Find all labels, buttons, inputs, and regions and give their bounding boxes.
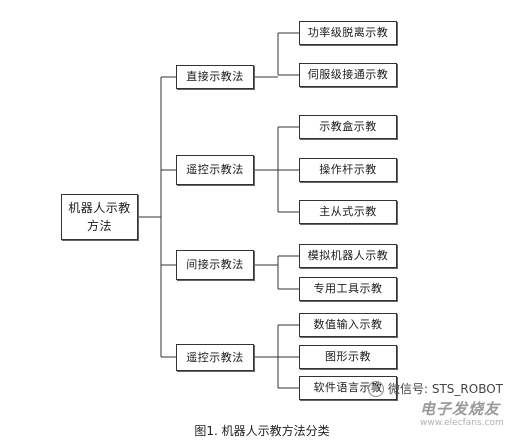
leaf-node: 模拟机器人示教 — [299, 244, 397, 268]
site-url: www.elecfans.com — [420, 418, 504, 428]
category-node-remote-teaching-2: 遥控示教法 — [176, 344, 254, 371]
wechat-id: 微信号: STS_ROBOT — [388, 382, 504, 396]
leaf-node: 主从式示教 — [299, 200, 397, 224]
leaf-node: 图形示教 — [299, 345, 397, 369]
wechat-icon — [368, 380, 384, 397]
leaf-node: 数值输入示教 — [299, 313, 397, 337]
leaf-node: 伺服级接通示教 — [299, 63, 397, 87]
figure-caption: 图1. 机器人示教方法分类 — [194, 424, 330, 438]
leaf-node: 操作杆示教 — [299, 158, 397, 182]
category-node-direct-teaching: 直接示教法 — [176, 65, 254, 89]
site-logo: 电子发烧友 — [420, 400, 501, 418]
category-node-indirect-teaching: 间接示教法 — [176, 250, 254, 280]
leaf-node: 专用工具示教 — [299, 277, 397, 301]
wechat-watermark: 微信号: STS_ROBOT — [368, 380, 503, 397]
leaf-node: 示教盒示教 — [299, 115, 397, 139]
leaf-node: 功率级脱离示教 — [299, 21, 397, 45]
category-node-remote-teaching: 遥控示教法 — [176, 155, 254, 185]
root-node: 机器人示教方法 — [61, 194, 138, 240]
